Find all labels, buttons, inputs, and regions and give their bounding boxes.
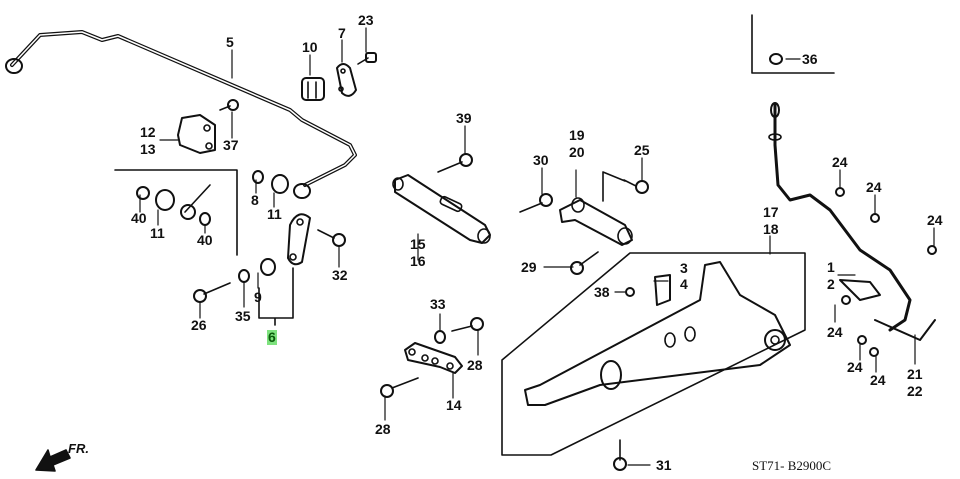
bolt-23[interactable] bbox=[357, 52, 377, 65]
callout-24[interactable]: 24 bbox=[866, 179, 882, 195]
bolt-30[interactable] bbox=[519, 193, 553, 213]
bushing-9[interactable] bbox=[260, 258, 276, 276]
diagram-code: ST71- B2900C bbox=[752, 458, 832, 473]
bolt-28a[interactable] bbox=[451, 317, 484, 332]
bolt-25[interactable] bbox=[623, 179, 649, 194]
callout-26[interactable]: 26 bbox=[191, 317, 207, 333]
callout-16[interactable]: 16 bbox=[410, 253, 426, 269]
nut-33[interactable] bbox=[434, 330, 446, 344]
callout-1[interactable]: 1 bbox=[827, 259, 835, 275]
callout-13[interactable]: 13 bbox=[140, 141, 156, 157]
callout-6-highlighted[interactable]: 6 bbox=[267, 329, 277, 345]
group-bracket-6 bbox=[258, 267, 294, 326]
callout-9[interactable]: 9 bbox=[254, 289, 262, 305]
stabilizer-bar[interactable] bbox=[5, 30, 357, 199]
trailing-arm-17-18[interactable] bbox=[524, 261, 791, 406]
washer-35[interactable] bbox=[238, 269, 250, 283]
callout-24[interactable]: 24 bbox=[870, 372, 886, 388]
callout-11[interactable]: 11 bbox=[267, 206, 282, 222]
callout-24[interactable]: 24 bbox=[847, 359, 863, 375]
callout-18[interactable]: 18 bbox=[763, 221, 779, 237]
callout-20[interactable]: 20 bbox=[569, 144, 585, 160]
callout-40[interactable]: 40 bbox=[197, 232, 213, 248]
bolt-39[interactable] bbox=[437, 153, 473, 173]
callout-38[interactable]: 38 bbox=[594, 284, 610, 300]
callout-23[interactable]: 23 bbox=[358, 12, 374, 28]
callout-2[interactable]: 2 bbox=[827, 276, 835, 292]
bracket-3-4[interactable] bbox=[654, 274, 671, 306]
clip-24-group[interactable] bbox=[835, 187, 937, 357]
upper-arm-15-16[interactable] bbox=[392, 174, 491, 244]
callout-30[interactable]: 30 bbox=[533, 152, 549, 168]
callout-28[interactable]: 28 bbox=[375, 421, 391, 437]
front-label: FR. bbox=[68, 441, 89, 456]
callout-14[interactable]: 14 bbox=[446, 397, 462, 413]
callout-11[interactable]: 11 bbox=[150, 225, 165, 241]
plate-14[interactable] bbox=[404, 342, 463, 374]
front-arrow-icon bbox=[35, 449, 71, 472]
bolt-37[interactable] bbox=[219, 99, 239, 111]
arm-19-20[interactable] bbox=[559, 197, 633, 246]
cable-assembly[interactable] bbox=[768, 102, 936, 341]
callout-32[interactable]: 32 bbox=[332, 267, 348, 283]
callout-19[interactable]: 19 bbox=[569, 127, 585, 143]
bushing-11[interactable] bbox=[271, 174, 289, 194]
link-parts-inset[interactable] bbox=[136, 184, 211, 226]
callout-36[interactable]: 36 bbox=[802, 51, 818, 67]
callout-28[interactable]: 28 bbox=[467, 357, 483, 373]
callout-4[interactable]: 4 bbox=[680, 276, 688, 292]
bushing-10[interactable] bbox=[301, 77, 325, 101]
callout-29[interactable]: 29 bbox=[521, 259, 537, 275]
bolt-31[interactable] bbox=[613, 439, 627, 471]
bolt-28b[interactable] bbox=[380, 377, 419, 398]
bolt-26[interactable] bbox=[193, 282, 231, 303]
bracket-12-13[interactable] bbox=[177, 114, 216, 154]
callout-12[interactable]: 12 bbox=[140, 124, 156, 140]
callout-17[interactable]: 17 bbox=[763, 204, 779, 220]
inset-frame-trailing-arm bbox=[501, 252, 806, 456]
bolt-32[interactable] bbox=[317, 229, 346, 247]
callout-8[interactable]: 8 bbox=[251, 192, 259, 208]
callout-40[interactable]: 40 bbox=[131, 210, 147, 226]
leader-lines bbox=[139, 27, 935, 466]
bolt-29[interactable] bbox=[570, 251, 599, 275]
callout-3[interactable]: 3 bbox=[680, 260, 688, 276]
callout-10[interactable]: 10 bbox=[302, 39, 318, 55]
callout-24[interactable]: 24 bbox=[832, 154, 848, 170]
collar-8[interactable] bbox=[252, 170, 264, 184]
inset-frame-36 bbox=[751, 14, 835, 74]
callout-21[interactable]: 21 bbox=[907, 366, 923, 382]
callout-15[interactable]: 15 bbox=[410, 236, 426, 252]
callout-33[interactable]: 33 bbox=[430, 296, 446, 312]
inset-frame-left bbox=[114, 169, 238, 256]
callout-24[interactable]: 24 bbox=[927, 212, 943, 228]
callout-37[interactable]: 37 bbox=[223, 137, 239, 153]
clip-36[interactable] bbox=[769, 53, 783, 65]
callout-25[interactable]: 25 bbox=[634, 142, 650, 158]
holder-7[interactable] bbox=[336, 63, 357, 97]
callout-35[interactable]: 35 bbox=[235, 308, 251, 324]
bolt-38[interactable] bbox=[625, 287, 635, 297]
leader-25 bbox=[602, 171, 626, 202]
callout-5[interactable]: 5 bbox=[226, 34, 234, 50]
callout-7[interactable]: 7 bbox=[338, 25, 346, 41]
callout-39[interactable]: 39 bbox=[456, 110, 472, 126]
link-6[interactable] bbox=[287, 213, 311, 266]
callout-31[interactable]: 31 bbox=[656, 457, 672, 473]
callout-22[interactable]: 22 bbox=[907, 383, 923, 399]
callout-24[interactable]: 24 bbox=[827, 324, 843, 340]
